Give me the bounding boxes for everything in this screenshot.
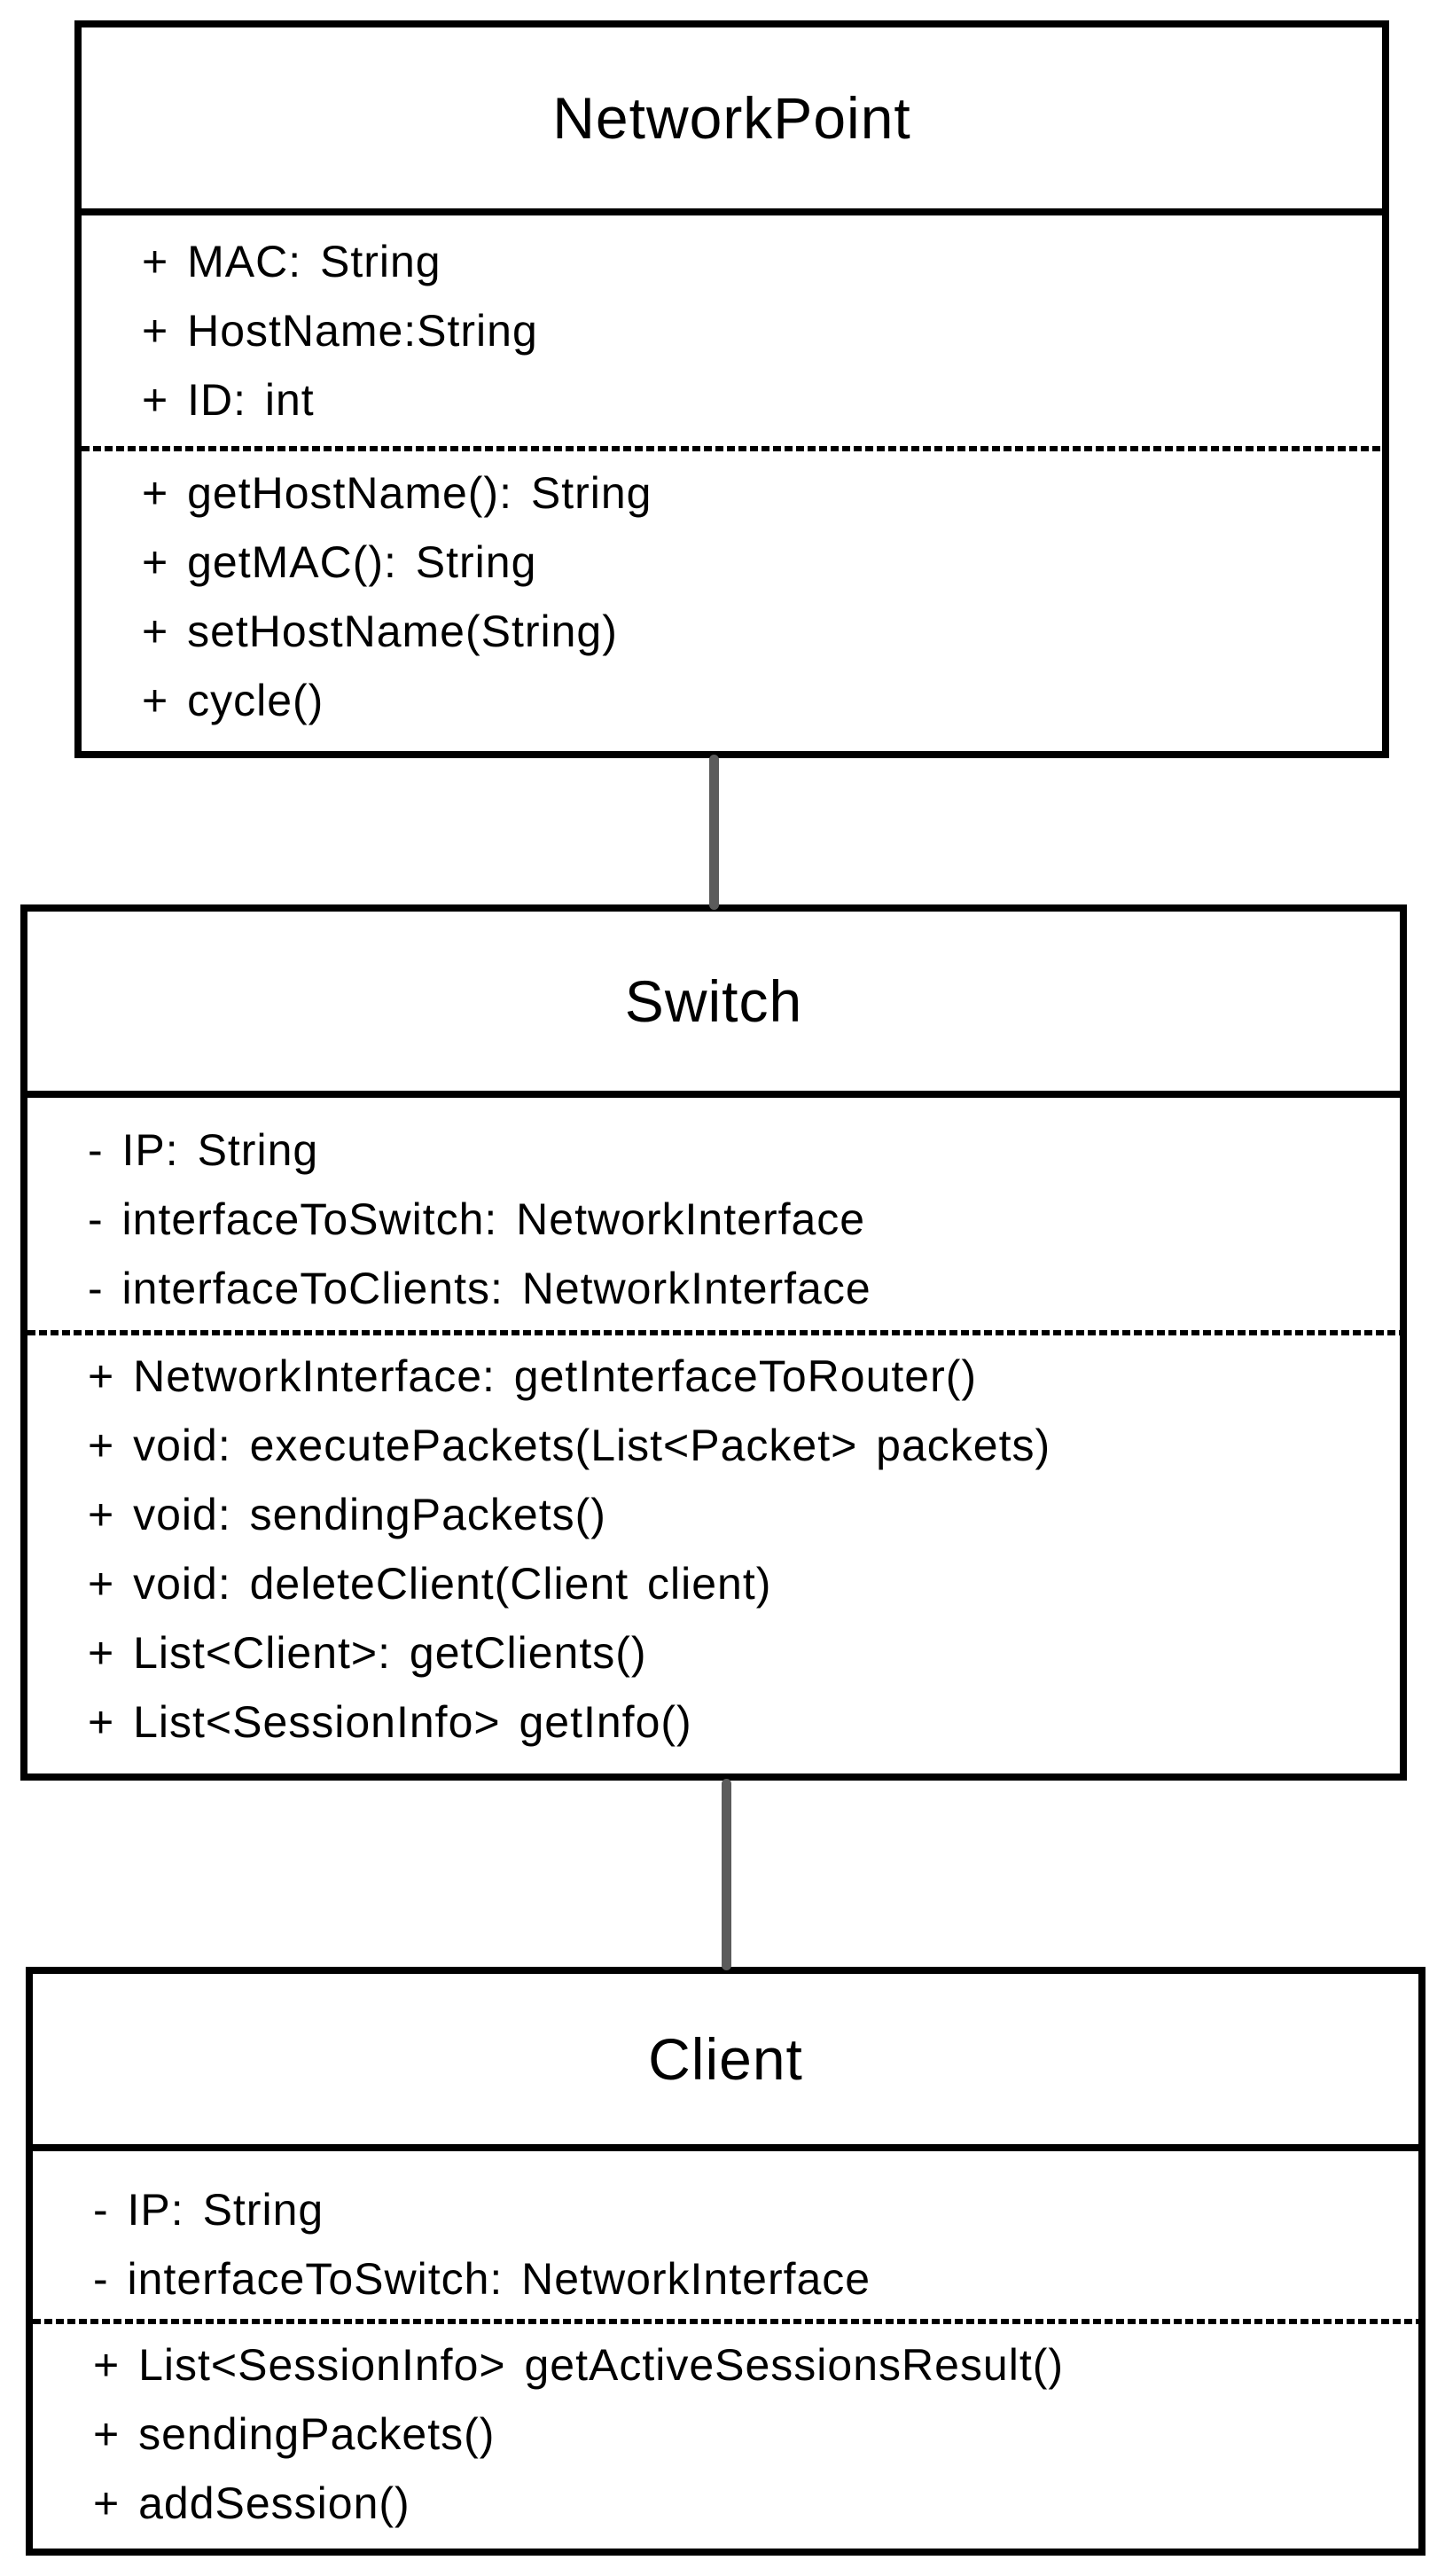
- methods-section-client: + List<SessionInfo> getActiveSessionsRes…: [33, 2324, 1418, 2538]
- attributes-section-networkpoint: + MAC: String + HostName:String + ID: int: [82, 215, 1382, 446]
- attribute-line: - IP: String: [88, 1125, 319, 1175]
- class-name-switch: Switch: [27, 912, 1400, 1098]
- method-line: + getHostName(): String: [142, 468, 652, 518]
- connector-networkpoint-switch: [709, 755, 719, 910]
- attributes-section-client: - IP: String - interfaceToSwitch: Network…: [33, 2151, 1418, 2319]
- connector-switch-client: [722, 1779, 731, 1970]
- attribute-line: + MAC: String: [142, 237, 441, 286]
- attribute-line: + ID: int: [142, 375, 315, 425]
- class-name-networkpoint: NetworkPoint: [82, 27, 1382, 215]
- attribute-line: - IP: String: [93, 2185, 324, 2235]
- method-line: + List<SessionInfo> getInfo(): [88, 1697, 692, 1747]
- method-line: + List<Client>: getClients(): [88, 1628, 647, 1678]
- methods-section-networkpoint: + getHostName(): String + getMAC(): Strin…: [82, 451, 1382, 735]
- class-box-switch: Switch - IP: String - interfaceToSwitch: …: [20, 904, 1407, 1781]
- attributes-methods-divider: [33, 2319, 1418, 2324]
- attributes-section-switch: - IP: String - interfaceToSwitch: Network…: [27, 1098, 1400, 1330]
- class-name-client: Client: [33, 1974, 1418, 2151]
- method-line: + getMAC(): String: [142, 537, 537, 587]
- attribute-line: - interfaceToSwitch: NetworkInterface: [93, 2254, 871, 2304]
- attribute-line: - interfaceToClients: NetworkInterface: [88, 1264, 871, 1313]
- method-line: + NetworkInterface: getInterfaceToRouter…: [88, 1351, 978, 1401]
- attribute-line: + HostName:String: [142, 306, 538, 356]
- method-line: + addSession(): [93, 2478, 410, 2528]
- method-line: + setHostName(String): [142, 607, 618, 656]
- class-box-networkpoint: NetworkPoint + MAC: String + HostName:Str…: [74, 20, 1389, 758]
- methods-section-switch: + NetworkInterface: getInterfaceToRouter…: [27, 1335, 1400, 1757]
- attributes-methods-divider: [27, 1330, 1400, 1335]
- method-line: + cycle(): [142, 676, 324, 725]
- method-line: + void: deleteClient(Client client): [88, 1559, 772, 1609]
- method-line: + List<SessionInfo> getActiveSessionsRes…: [93, 2340, 1065, 2390]
- attributes-methods-divider: [82, 446, 1382, 451]
- method-line: + sendingPackets(): [93, 2409, 496, 2459]
- attribute-line: - interfaceToSwitch: NetworkInterface: [88, 1194, 866, 1244]
- method-line: + void: sendingPackets(): [88, 1490, 606, 1539]
- method-line: + void: executePackets(List<Packet> pack…: [88, 1421, 1051, 1470]
- class-box-client: Client - IP: String - interfaceToSwitch: …: [26, 1967, 1425, 2556]
